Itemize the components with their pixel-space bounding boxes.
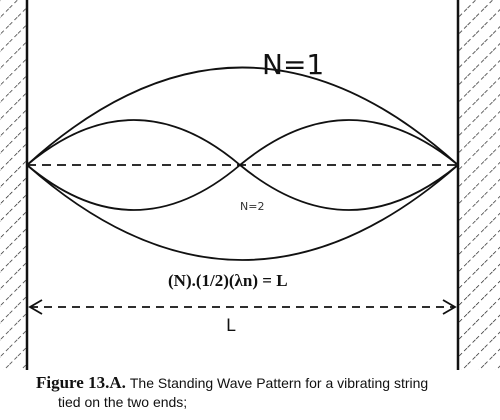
mode2-left-lower-curve — [26, 164, 241, 211]
right-wall-hatching — [459, 0, 500, 370]
mode2-label: N=2 — [240, 200, 264, 213]
formula-label: (N).(1/2)(λn) = L — [168, 271, 288, 290]
mode1-upper-curve — [26, 66, 459, 166]
mode2-right-lower-curve — [239, 164, 459, 211]
standing-wave-diagram: N=1 N=2 (N).(1/2)(λn) = L L — [0, 0, 500, 370]
mode2-left-upper-curve — [26, 119, 241, 166]
length-left-arrowhead — [28, 299, 43, 315]
figure-caption: Figure 13.A. The Standing Wave Pattern f… — [36, 374, 496, 411]
left-wall-hatching — [0, 0, 26, 370]
length-right-arrowhead — [442, 299, 457, 315]
length-label: L — [226, 316, 236, 336]
mode1-label: N=1 — [262, 48, 324, 81]
caption-line1: The Standing Wave Pattern for a vibratin… — [129, 375, 429, 391]
mode1-lower-curve — [26, 164, 459, 261]
caption-line2: tied on the two ends; — [58, 394, 188, 410]
caption-prefix: Figure 13.A. — [36, 373, 126, 392]
mode2-right-upper-curve — [239, 119, 459, 166]
